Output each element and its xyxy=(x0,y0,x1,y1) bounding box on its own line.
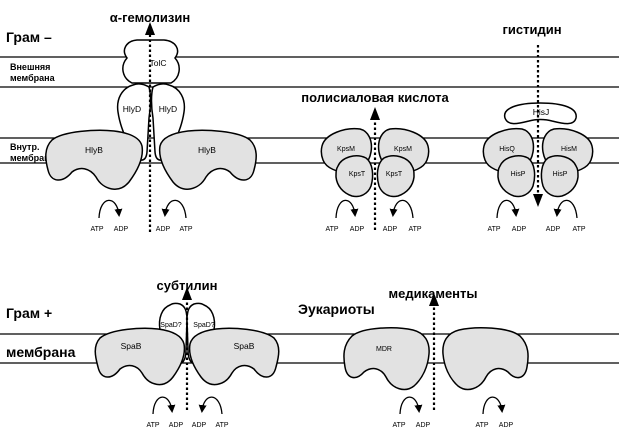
hisj-protein xyxy=(503,102,577,125)
histidine-left-hydrolysis-arc xyxy=(496,199,520,219)
mdr-exporter: Эукариоты медикаменты MDR ATP ADP ATP AD… xyxy=(298,286,529,429)
mdr-adp-left: ADP xyxy=(416,422,431,429)
histidine-right-hydrolysis-arc xyxy=(553,199,578,219)
hemolysin-export-arrowhead xyxy=(145,22,155,35)
polysialic-substrate-label: полисиаловая кислота xyxy=(301,90,449,105)
kpst-right-protein xyxy=(376,155,415,198)
hlyb-right-label: HlyB xyxy=(198,145,216,155)
mdr-label: MDR xyxy=(376,346,392,353)
mdr-left-hydrolysis-arc xyxy=(399,396,423,415)
hlyd-right-protein xyxy=(150,83,186,161)
histidine-import-arrowhead xyxy=(533,194,543,207)
polysialic-right-hydrolysis-arc xyxy=(389,199,414,219)
subtilin-atp-left: ATP xyxy=(146,422,159,429)
inner-membrane-label-1: Внутр. xyxy=(10,142,39,152)
hemolysin-adp-right: ADP xyxy=(156,226,171,233)
mdr-export-arrowhead xyxy=(429,293,439,306)
subtilin-adp-left: ADP xyxy=(169,422,184,429)
hisq-label: HisQ xyxy=(499,146,515,153)
histidine-adp-right: ADP xyxy=(546,226,561,233)
hemolysin-adp-left: ADP xyxy=(114,226,129,233)
histidine-atp-right: ATP xyxy=(572,226,585,233)
kpsm-right-label: KpsM xyxy=(394,146,412,153)
tolc-label: TolC xyxy=(149,58,166,68)
mdr-atp-right: ATP xyxy=(475,422,488,429)
kpsm-left-label: KpsM xyxy=(337,146,355,153)
hlyb-left-label: HlyB xyxy=(85,145,103,155)
polysialic-adp-left: ADP xyxy=(350,226,365,233)
hlyb-left-protein xyxy=(45,129,144,190)
gram-positive-panel: Грам + мембрана субтилин SpaD? SpaD? Spa… xyxy=(0,278,619,429)
subtilin-right-hydrolysis-arc xyxy=(198,396,223,415)
mdr-left-protein xyxy=(343,327,430,391)
hisp-left-label: HisP xyxy=(511,171,526,178)
histidine-substrate-label: гистидин xyxy=(502,22,561,37)
spad-right-label: SpaD? xyxy=(193,322,215,329)
mdr-atp-left: ATP xyxy=(392,422,405,429)
histidine-adp-left: ADP xyxy=(512,226,527,233)
hemolysin-atp-right: ATP xyxy=(179,226,192,233)
gram-negative-panel: Грам – Внешняя мембрана Внутр. мембрана … xyxy=(0,10,619,233)
hemolysin-exporter: α-гемолизин TolC HlyD HlyD HlyB HlyB ATP xyxy=(45,10,257,233)
hemolysin-right-hydrolysis-arc xyxy=(161,199,187,219)
hisp-right-protein xyxy=(540,155,579,198)
polysialic-export-arrowhead xyxy=(370,107,380,120)
histidine-importer: гистидин HisJ HisQ HisM HisP HisP ATP AD… xyxy=(482,22,594,233)
outer-membrane-label-2: мембрана xyxy=(10,73,56,83)
subtilin-exporter: субтилин SpaD? SpaD? SpaB SpaB ATP ADP A… xyxy=(94,278,280,429)
hemolysin-left-hydrolysis-arc xyxy=(98,199,123,219)
subtilin-adp-right: ADP xyxy=(192,422,207,429)
polysialic-atp-right: ATP xyxy=(408,226,421,233)
spab-right-protein xyxy=(188,327,280,386)
mdr-substrate-label: медикаменты xyxy=(389,286,478,301)
hisp-left-protein xyxy=(497,155,536,198)
hlyd-left-label: HlyD xyxy=(123,104,141,114)
subtilin-substrate-label: субтилин xyxy=(157,278,218,293)
gram-positive-label: Грам + xyxy=(6,305,52,321)
kpst-right-label: KpsT xyxy=(386,171,403,178)
hlyd-left-protein xyxy=(116,83,152,161)
hlyb-right-protein xyxy=(158,129,257,190)
polysialic-atp-left: ATP xyxy=(325,226,338,233)
eukaryote-label: Эукариоты xyxy=(298,301,375,317)
hemolysin-substrate-label: α-гемолизин xyxy=(110,10,190,25)
spab-left-protein xyxy=(94,327,186,386)
polysialic-adp-right: ADP xyxy=(383,226,398,233)
hemolysin-atp-left: ATP xyxy=(90,226,103,233)
mdr-adp-right: ADP xyxy=(499,422,514,429)
kpst-left-label: KpsT xyxy=(349,171,366,178)
subtilin-atp-right: ATP xyxy=(215,422,228,429)
spab-left-label: SpaB xyxy=(121,341,142,351)
kpst-left-protein xyxy=(335,155,374,198)
mdr-right-hydrolysis-arc xyxy=(482,396,506,415)
outer-membrane-label-1: Внешняя xyxy=(10,62,50,72)
inner-membrane-label-2: мембрана xyxy=(10,153,56,163)
hisp-right-label: HisP xyxy=(553,171,568,178)
spab-right-label: SpaB xyxy=(234,341,255,351)
subtilin-export-arrowhead xyxy=(182,287,192,300)
hlyd-right-label: HlyD xyxy=(159,104,177,114)
polysialic-left-hydrolysis-arc xyxy=(335,199,359,219)
hisj-label: HisJ xyxy=(533,107,550,117)
hism-label: HisM xyxy=(561,146,577,153)
gram-negative-label: Грам – xyxy=(6,29,52,45)
mdr-right-protein xyxy=(442,327,529,391)
subtilin-left-hydrolysis-arc xyxy=(152,396,176,415)
polysialic-exporter: полисиаловая кислота KpsM KpsM KpsT KpsT… xyxy=(301,90,449,233)
histidine-atp-left: ATP xyxy=(487,226,500,233)
membrane-label: мембрана xyxy=(6,344,76,360)
spad-left-label: SpaD? xyxy=(160,322,182,329)
